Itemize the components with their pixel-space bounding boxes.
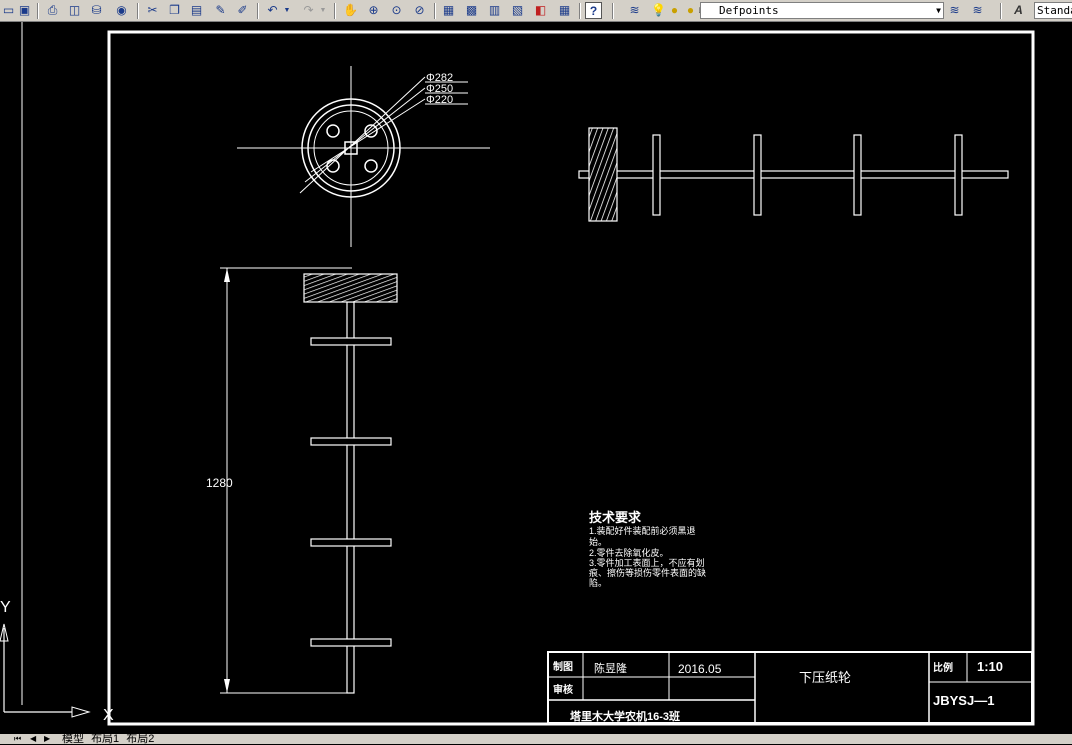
help-icon[interactable]: ? — [585, 2, 602, 19]
prev-tab-icon[interactable]: ◀ — [30, 734, 37, 743]
first-tab-icon[interactable]: ⏮ — [14, 734, 22, 743]
save-icon[interactable]: ▣ — [18, 3, 31, 17]
drawing-canvas[interactable]: Φ282 Φ250 Φ220 1280 技术要求 1.装配好件装配前必须黑退 始… — [0, 22, 1072, 734]
date-value: 2016.05 — [678, 662, 722, 676]
technical-requirements: 技术要求 1.装配好件装配前必须黑退 始。 2.零件去除氧化皮。 3.零件加工表… — [589, 510, 706, 588]
ucs-y-label: Y — [0, 599, 11, 616]
title-block — [547, 651, 1033, 724]
copy-icon[interactable]: ❐ — [169, 3, 180, 17]
layer-manager-icon[interactable]: ≋ — [629, 3, 640, 17]
layout-tabs: 模型 布局1 布局2 — [62, 733, 158, 745]
tech-req-line: 1.装配好件装配前必须黑退 — [589, 525, 696, 536]
tech-req-line: 始。 — [589, 536, 607, 547]
ucs-icon: Y X — [0, 599, 114, 724]
layer-freeze-icon[interactable]: ● — [670, 3, 679, 17]
tech-req-line: 2.零件去除氧化皮。 — [589, 547, 669, 558]
checked-by-label: 审核 — [553, 683, 573, 696]
dimension-diameter-282: Φ282 — [426, 72, 453, 84]
toolbar-separator — [1000, 3, 1002, 19]
cut-icon[interactable]: ✂ — [147, 3, 158, 17]
tech-req-line: 3.零件加工表面上，不应有划 — [589, 557, 705, 568]
toolbar-separator — [334, 3, 336, 19]
print-icon[interactable]: ⎙ — [47, 3, 58, 17]
sheet-set-icon[interactable]: ▧ — [511, 3, 524, 17]
tech-req-line: 痕、擦伤等损伤零件表面的缺 — [589, 567, 706, 578]
next-tab-icon[interactable]: ▶ — [44, 734, 51, 743]
chevron-down-icon: ▼ — [936, 6, 941, 15]
drawing-svg: Φ282 Φ250 Φ220 1280 技术要求 1.装配好件装配前必须黑退 始… — [0, 22, 1035, 726]
ucs-x-label: X — [103, 707, 114, 724]
layer-lock-icon[interactable]: ● — [686, 3, 695, 17]
print-preview-icon[interactable]: ◫ — [68, 3, 81, 17]
standard-toolbar: ▭ ▣ ⎙ ◫ ⛁ ◉ ✂ ❐ ▤ ✎ ✐ ↶ ▼ ↷ ▼ ✋ ⊕ ⊙ ⊘ ▦ … — [0, 0, 1072, 22]
tech-req-title: 技术要求 — [589, 510, 642, 525]
match-properties-icon[interactable]: ✎ — [215, 3, 226, 17]
block-editor-icon[interactable]: ✐ — [237, 3, 248, 17]
layer-on-icon[interactable]: 💡 — [651, 3, 666, 17]
dimension-diameter-250: Φ250 — [426, 83, 453, 95]
dimension-length: 1280 — [206, 476, 233, 490]
drawn-by-value: 陈昱隆 — [594, 661, 627, 675]
drawing-border — [107, 30, 1035, 726]
side-view-horizontal — [578, 127, 1009, 222]
scale-value: 1:10 — [977, 659, 1003, 674]
redo-icon[interactable]: ↷ — [303, 3, 314, 17]
zoom-previous-icon[interactable]: ⊘ — [414, 3, 425, 17]
properties-icon[interactable]: ▦ — [442, 3, 455, 17]
tool-palettes-icon[interactable]: ▥ — [488, 3, 501, 17]
layer-previous-icon[interactable]: ≋ — [972, 3, 983, 17]
toolbar-separator — [579, 3, 581, 19]
tech-req-line: 陷。 — [589, 577, 607, 588]
publish-icon[interactable]: ⛁ — [91, 3, 102, 17]
part-name: 下压纸轮 — [799, 670, 851, 685]
toolbar-separator — [37, 3, 39, 19]
calculator-icon[interactable]: ▦ — [558, 3, 571, 17]
side-view-vertical: 1280 — [206, 267, 398, 694]
undo-dropdown-icon[interactable]: ▼ — [283, 7, 291, 14]
new-icon[interactable]: ▭ — [2, 3, 15, 17]
drawn-by-label: 制图 — [553, 660, 573, 673]
toolbar-separator — [612, 3, 614, 19]
zoom-window-icon[interactable]: ⊙ — [391, 3, 402, 17]
layout-tabs-bar: ⏮ ◀ ▶ 模型 布局1 布局2 — [0, 733, 1072, 745]
tab-model[interactable]: 模型 — [62, 733, 84, 745]
plot-icon[interactable]: ◉ — [116, 3, 127, 17]
layer-dropdown[interactable]: Defpoints ▼ — [700, 2, 944, 19]
vertical-scrollbar[interactable] — [1044, 22, 1072, 734]
layer-name: Defpoints — [719, 4, 779, 17]
toolbar-separator — [137, 3, 139, 19]
drawing-number: JBYSJ—1 — [933, 693, 994, 708]
design-center-icon[interactable]: ▩ — [465, 3, 478, 17]
school-class: 塔里木大学农机16-3班 — [570, 709, 680, 723]
tab-layout1[interactable]: 布局1 — [91, 733, 120, 745]
toolbar-separator — [257, 3, 259, 19]
text-style-dropdown[interactable]: Standa — [1034, 2, 1072, 19]
front-view: Φ282 Φ250 Φ220 — [237, 66, 490, 247]
tab-layout2[interactable]: 布局2 — [126, 733, 155, 745]
text-style-icon[interactable]: A — [1014, 3, 1023, 17]
pan-icon[interactable]: ✋ — [343, 3, 358, 17]
undo-icon[interactable]: ↶ — [267, 3, 278, 17]
paste-icon[interactable]: ▤ — [190, 3, 203, 17]
scale-label: 比例 — [933, 661, 953, 674]
redo-dropdown-icon[interactable]: ▼ — [319, 7, 327, 14]
toolbar-separator — [434, 3, 436, 19]
markup-icon[interactable]: ◧ — [534, 3, 547, 17]
zoom-realtime-icon[interactable]: ⊕ — [368, 3, 379, 17]
make-current-icon[interactable]: ≋ — [949, 3, 960, 17]
dimension-diameter-220: Φ220 — [426, 94, 453, 106]
